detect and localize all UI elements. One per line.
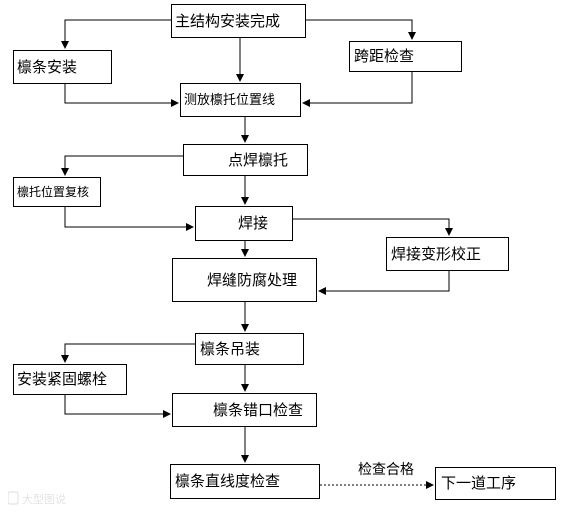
- node-weld-deformation-correction-label: 焊接变形校正: [391, 244, 482, 263]
- edge-label-inspection-passed-text: 检查合格: [358, 462, 414, 478]
- node-spot-weld-bracket-label: 点焊檩托: [228, 150, 289, 169]
- edge-deform-to-anticorr: [318, 271, 450, 295]
- node-purlin-straightness-check: 檩条直线度检查: [170, 464, 320, 499]
- node-main-structure-complete: 主结构安装完成: [171, 4, 306, 38]
- node-mark-bracket-position: 测放檩托位置线: [180, 83, 301, 117]
- watermark-text: 大型图说: [22, 492, 66, 506]
- node-weld-anticorrosion: 焊缝防腐处理: [172, 258, 317, 302]
- node-bracket-position-recheck: 檩托位置复核: [13, 177, 101, 207]
- node-span-check: 跨距检查: [349, 41, 462, 72]
- node-purlin-install: 檩条安装: [13, 50, 112, 84]
- node-purlin-install-label: 檩条安装: [17, 57, 78, 76]
- edge-recheck-to-weld: [64, 207, 194, 231]
- node-welding: 焊接: [195, 206, 293, 241]
- node-purlin-offset-check: 檩条错口检查: [172, 393, 317, 427]
- edge-main-to-span: [306, 19, 416, 40]
- node-weld-anticorrosion-label: 焊缝防腐处理: [207, 270, 298, 289]
- node-install-fastening-bolts: 安装紧固螺栓: [13, 364, 127, 395]
- node-spot-weld-bracket: 点焊檩托: [183, 144, 308, 176]
- watermark-logo: 大型图说: [8, 491, 66, 506]
- edge-spot-to-recheck: [61, 155, 183, 176]
- node-next-process: 下一道工序: [435, 467, 556, 500]
- edge-label-inspection-passed: 检查合格: [358, 463, 414, 477]
- node-purlin-hoisting: 檩条吊装: [195, 333, 304, 365]
- node-span-check-label: 跨距检查: [354, 47, 415, 65]
- edge-purlin-to-mark: [64, 84, 179, 107]
- node-bracket-position-recheck-label: 檩托位置复核: [17, 185, 90, 199]
- node-purlin-offset-check-label: 檩条错口检查: [213, 400, 304, 419]
- node-weld-deformation-correction: 焊接变形校正: [386, 237, 509, 271]
- node-main-structure-complete-label: 主结构安装完成: [175, 11, 281, 30]
- node-welding-label: 焊接: [238, 214, 269, 232]
- node-next-process-label: 下一道工序: [441, 474, 517, 492]
- edge-bolt-to-offset: [64, 395, 171, 418]
- node-purlin-hoisting-label: 檩条吊装: [200, 339, 261, 358]
- edge-main-to-purlin: [61, 19, 171, 49]
- node-install-fastening-bolts-label: 安装紧固螺栓: [17, 370, 108, 388]
- edge-hoist-to-bolt: [61, 343, 195, 363]
- edge-span-to-mark: [302, 72, 413, 107]
- node-mark-bracket-position-label: 测放檩托位置线: [184, 92, 276, 108]
- edge-weld-to-deform: [293, 218, 453, 236]
- node-purlin-straightness-check-label: 檩条直线度检查: [175, 472, 281, 490]
